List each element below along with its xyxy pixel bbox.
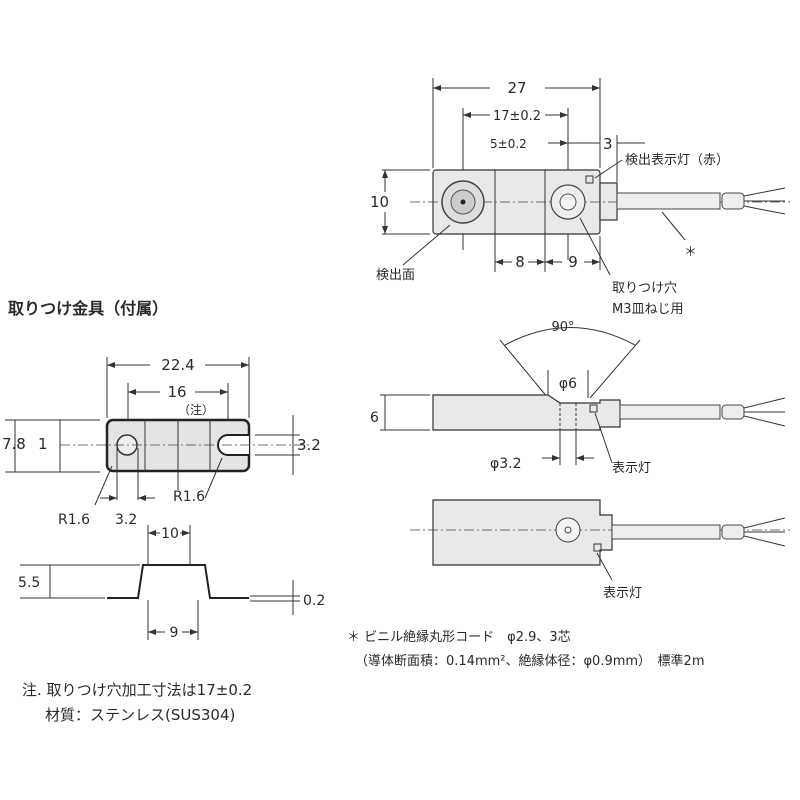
dim-counterbore-label: φ6: [559, 376, 577, 392]
bracket-dim-height-label: 5.5: [18, 575, 40, 591]
dim-angle-label: 90°: [551, 320, 574, 335]
cable-note: ＊ ビニル絶縁丸形コード φ2.9、3芯 （導体断面積：0.14mm²、絶縁体径…: [347, 629, 705, 669]
bracket-notes: 注. 取りつけ穴加工寸法は17±0.2 材質：ステンレス(SUS304): [22, 681, 252, 724]
bracket-hole-dia-label: 3.2: [115, 512, 137, 528]
bracket-dim-offset-label: 1: [38, 435, 48, 453]
sensing-face-label: 検出面: [376, 268, 415, 283]
dim-hole-label: φ3.2: [490, 456, 522, 472]
indicator-led-icon: [585, 175, 594, 184]
dim-length: 27: [433, 79, 600, 97]
bracket-title: 取りつけ金具（付属）: [8, 299, 168, 318]
dim-height-label: 10: [370, 193, 389, 211]
bracket-note-mark: （注）: [178, 402, 214, 417]
dim-hole-pitch: 17±0.2: [463, 109, 568, 124]
bracket-dim-slot-label: 3.2: [297, 436, 321, 454]
bottom-indicator-label: 表示灯: [603, 586, 642, 601]
bracket-dim-top-label: 10: [161, 526, 179, 542]
dim-thickness-label: 6: [370, 410, 379, 426]
cable: [616, 187, 786, 215]
sensor-side-view: 90° φ6 6 φ3.2 表示灯: [370, 320, 786, 476]
side-indicator-label: 表示灯: [612, 461, 651, 476]
bracket-dim-width-label: 7.8: [2, 435, 26, 453]
bracket-dim-thickness-label: 0.2: [303, 593, 325, 609]
bracket-drawing: 取りつけ金具（付属） 22.4 16 （注） 7.8 1 3.2 R1.6: [2, 299, 325, 641]
dim-segment-a-label: 8: [515, 253, 525, 271]
dim-step-label: 3: [603, 135, 613, 153]
bracket-dim-pitch-label: 16: [167, 383, 186, 401]
dim-hole-pitch-label: 17±0.2: [493, 109, 541, 124]
bracket-radius-left-label: R1.6: [58, 512, 90, 528]
bracket-dim-bottom-label: 9: [170, 625, 179, 641]
dim-height: 10: [370, 169, 430, 235]
dim-segments: 8 9: [495, 236, 601, 271]
note-line1: 注. 取りつけ穴加工寸法は17±0.2: [22, 681, 252, 699]
indicator-label: 検出表示灯（赤）: [625, 153, 729, 168]
dim-hole-offset-label: 5±0.2: [490, 137, 527, 151]
dim-segment-b-label: 9: [568, 253, 578, 271]
sensor-bottom-view: 表示灯: [410, 499, 790, 601]
bracket-dim-length-label: 22.4: [161, 356, 194, 374]
cable-note-line2: （導体断面積：0.14mm²、絶縁体径：φ0.9mm） 標準2m: [355, 653, 705, 669]
dim-length-label: 27: [507, 79, 526, 97]
mount-hole-label: 取りつけ穴: [612, 281, 677, 296]
bracket-radius-right-label: R1.6: [173, 489, 205, 505]
note-line2: 材質：ステンレス(SUS304): [45, 706, 235, 724]
mount-hole-screw-label: M3皿ねじ用: [612, 302, 684, 317]
sensor-top-view: 27 17±0.2 5±0.2 3: [370, 78, 790, 317]
cable-note-line1: ＊ ビニル絶縁丸形コード φ2.9、3芯: [347, 629, 571, 645]
dim-hole-offset: 5±0.2 3: [490, 135, 645, 153]
cable-mark-label: ＊: [684, 245, 697, 260]
